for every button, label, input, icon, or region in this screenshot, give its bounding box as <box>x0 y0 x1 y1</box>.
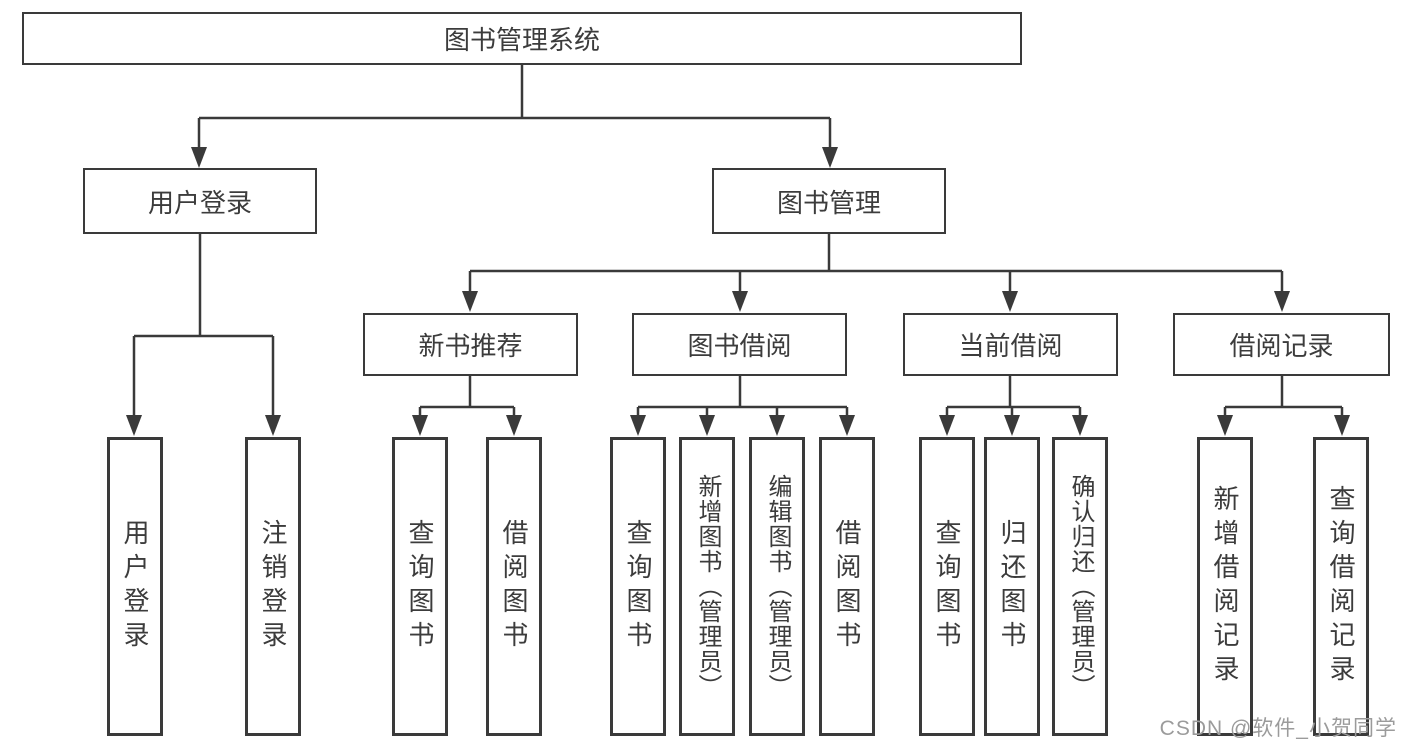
node-book-management: 图书管理 <box>712 168 946 234</box>
node-label: 借阅图书 <box>499 518 529 655</box>
leaf-add-books-admin: 新增图书（管理员） <box>679 437 735 736</box>
node-new-book-recommend: 新书推荐 <box>363 313 578 376</box>
leaf-add-borrow-record: 新增借阅记录 <box>1197 437 1253 736</box>
node-book-borrowing: 图书借阅 <box>632 313 847 376</box>
node-label: 查询图书 <box>405 518 435 655</box>
leaf-edit-books-admin: 编辑图书（管理员） <box>749 437 805 736</box>
node-borrowing-records: 借阅记录 <box>1173 313 1390 376</box>
node-label: 确认归还（管理员） <box>1067 474 1094 699</box>
node-label: 图书管理 <box>776 187 881 218</box>
leaf-borrow-books: 借阅图书 <box>819 437 875 736</box>
leaf-borrowing-query-books: 查询图书 <box>610 437 666 736</box>
node-current-borrowing: 当前借阅 <box>903 313 1118 376</box>
node-label: 新增借阅记录 <box>1210 484 1240 689</box>
leaf-logout: 注销登录 <box>245 437 301 736</box>
node-label: 注销登录 <box>258 518 288 655</box>
node-label: 编辑图书（管理员） <box>764 474 791 699</box>
node-label: 借阅图书 <box>832 518 862 655</box>
node-label: 查询借阅记录 <box>1326 484 1356 689</box>
leaf-query-borrow-record: 查询借阅记录 <box>1313 437 1369 736</box>
leaf-recommend-borrow-books: 借阅图书 <box>486 437 542 736</box>
leaf-recommend-query-books: 查询图书 <box>392 437 448 736</box>
csdn-watermark: CSDN @软件_小贺同学 <box>1159 717 1397 740</box>
node-label: 归还图书 <box>997 518 1027 655</box>
arrowheads <box>126 147 1350 436</box>
node-label: 查询图书 <box>623 518 653 655</box>
node-label: 新书推荐 <box>418 331 523 361</box>
node-label: 借阅记录 <box>1229 331 1334 361</box>
leaf-current-query-books: 查询图书 <box>919 437 975 736</box>
node-label: 查询图书 <box>932 518 962 655</box>
node-label: 用户登录 <box>147 187 252 218</box>
leaf-confirm-return-admin: 确认归还（管理员） <box>1052 437 1108 736</box>
node-label: 当前借阅 <box>958 331 1063 361</box>
leaf-user-login: 用户登录 <box>107 437 163 736</box>
leaf-return-books: 归还图书 <box>984 437 1040 736</box>
node-label: 新增图书（管理员） <box>694 474 721 699</box>
node-label: 用户登录 <box>120 518 150 655</box>
node-label: 图书借阅 <box>687 331 792 361</box>
node-user-login: 用户登录 <box>83 168 317 234</box>
node-label: 图书管理系统 <box>443 25 600 55</box>
node-root-system: 图书管理系统 <box>22 12 1022 65</box>
